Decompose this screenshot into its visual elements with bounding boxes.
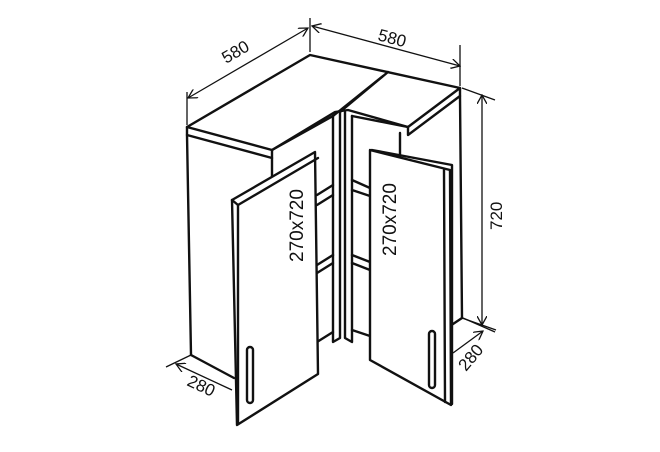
svg-text:720: 720 [487, 202, 506, 230]
dimension-height: 720 [461, 87, 506, 333]
right-top-edge [406, 86, 462, 137]
right-door-size-label: 270x720 [380, 183, 401, 256]
left-door[interactable]: 270x720 [230, 150, 320, 427]
dimension-depth-right: 280 [452, 317, 497, 375]
shelves [315, 178, 372, 344]
cabinet-top [185, 53, 462, 152]
cabinet-body [185, 53, 464, 380]
right-side-panel [458, 94, 464, 320]
svg-text:580: 580 [376, 26, 408, 52]
svg-text:280: 280 [455, 341, 488, 375]
right-door[interactable]: 270x720 [368, 148, 454, 407]
dimension-depth-left: 280 [165, 354, 233, 401]
left-side-panel [185, 133, 193, 357]
right-door-handle[interactable] [427, 329, 437, 390]
left-door-size-label: 270x720 [287, 189, 308, 262]
left-door-handle[interactable] [245, 345, 255, 405]
center-post-right [343, 110, 354, 344]
left-top-edge [185, 125, 274, 160]
center-post-left [331, 110, 342, 344]
svg-text:280: 280 [184, 371, 218, 400]
